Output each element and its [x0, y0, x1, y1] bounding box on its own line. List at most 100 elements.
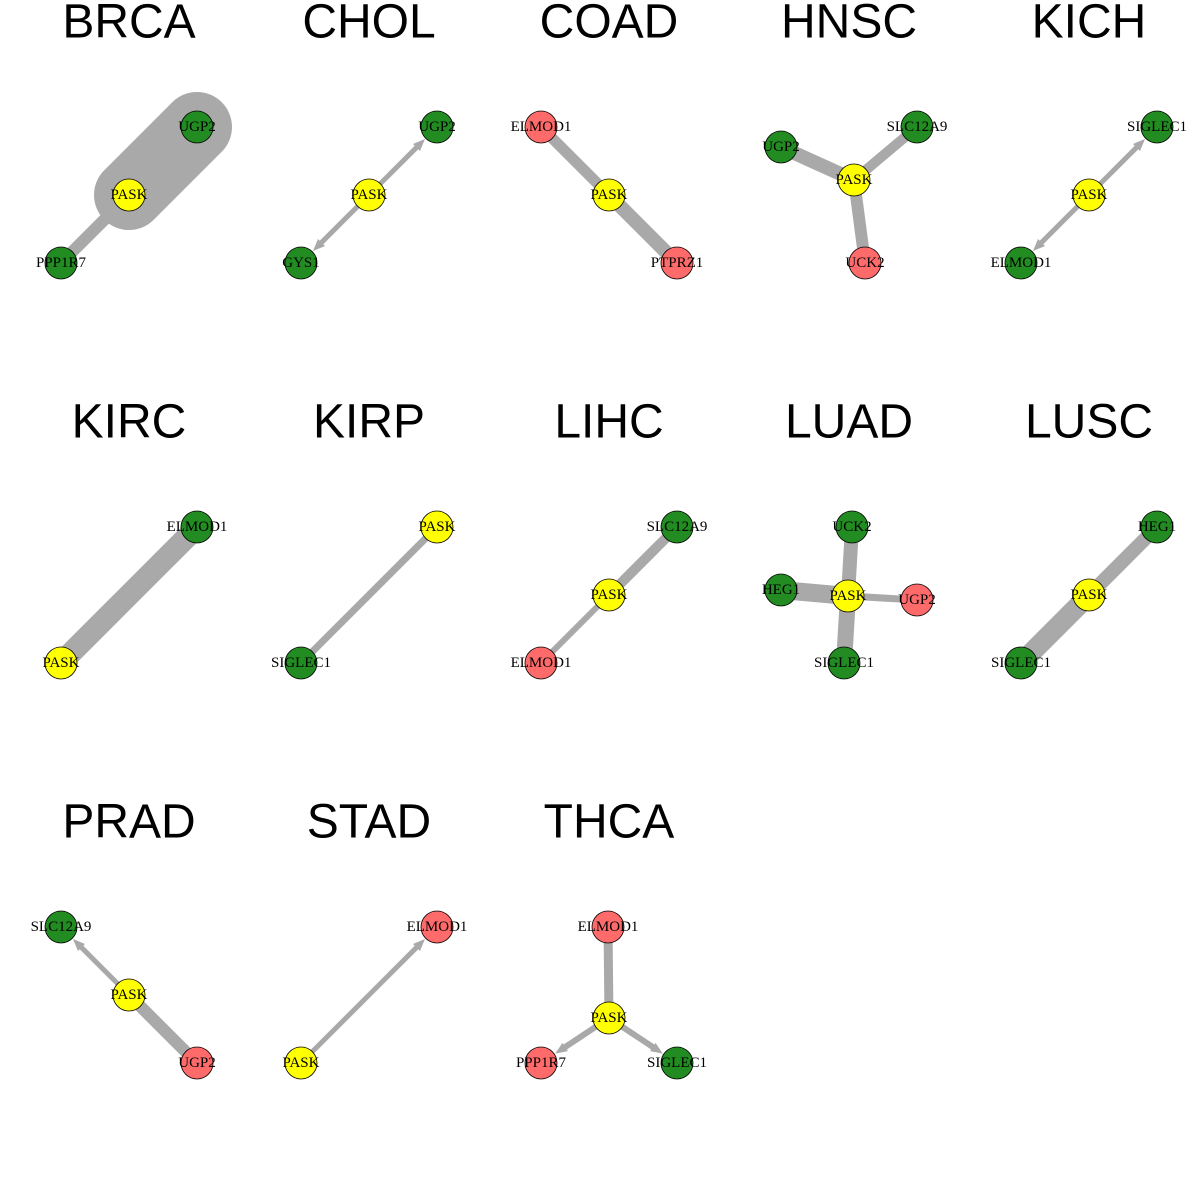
node-label: UGP2	[418, 119, 456, 135]
node-label: PTPRZ1	[651, 255, 704, 271]
panel-title: LUSC	[1025, 396, 1153, 449]
node-pask	[592, 178, 626, 212]
node-label: UCK2	[832, 519, 871, 535]
node-ptprz1	[660, 246, 694, 280]
node-ppp1r7	[44, 246, 78, 280]
node-label: PASK	[1071, 187, 1108, 203]
node-pask	[592, 578, 626, 612]
panel-title: THCA	[544, 796, 675, 849]
network-panel-kirp: KIRP PASK SIGLEC1	[271, 396, 456, 680]
node-label: PASK	[43, 655, 80, 671]
arrowhead-icon	[1033, 238, 1046, 251]
node-ugp2	[420, 110, 454, 144]
node-ugp2	[180, 1046, 214, 1080]
node-label: ELMOD1	[511, 655, 572, 671]
node-label: PASK	[836, 172, 873, 188]
arrowhead-icon	[73, 939, 86, 952]
node-label: SIGLEC1	[1127, 119, 1187, 135]
edge-pask-siglec1	[298, 524, 440, 666]
node-label: HEG1	[1138, 519, 1176, 535]
node-siglec1	[660, 1046, 694, 1080]
panel-title: PRAD	[62, 796, 195, 849]
node-ugp2	[764, 130, 798, 164]
node-pask	[112, 978, 146, 1012]
edge-pask-elmod1	[299, 942, 422, 1065]
node-label: PASK	[419, 519, 456, 535]
node-elmod1	[524, 646, 558, 680]
node-label: PASK	[1071, 587, 1108, 603]
node-label: ELMOD1	[578, 919, 639, 935]
node-pask	[352, 178, 386, 212]
node-elmod1	[524, 110, 558, 144]
node-label: PASK	[830, 588, 867, 604]
node-label: ELMOD1	[511, 119, 572, 135]
node-pask	[420, 510, 454, 544]
node-label: PASK	[283, 1055, 320, 1071]
node-siglec1	[284, 646, 318, 680]
node-uck2	[835, 510, 869, 544]
node-siglec1	[1140, 110, 1174, 144]
node-pask	[831, 579, 865, 613]
arrowhead-icon	[1132, 139, 1145, 152]
node-label: PPP1R7	[516, 1055, 567, 1071]
node-pask	[44, 646, 78, 680]
node-siglec1	[827, 646, 861, 680]
node-label: GYS1	[282, 255, 320, 271]
edge-pask-elmod1	[53, 519, 205, 671]
node-pask	[837, 163, 871, 197]
panel-title: KIRP	[313, 396, 425, 449]
node-label: ELMOD1	[407, 919, 468, 935]
node-label: PASK	[111, 987, 148, 1003]
node-label: SIGLEC1	[271, 655, 331, 671]
node-uck2	[848, 246, 882, 280]
node-label: HEG1	[762, 582, 800, 598]
node-gys1	[284, 246, 318, 280]
node-elmod1	[591, 910, 625, 944]
node-siglec1	[1004, 646, 1038, 680]
node-label: UGP2	[178, 1055, 216, 1071]
panel-title: COAD	[540, 0, 679, 49]
panel-title: KICH	[1032, 0, 1147, 49]
node-ugp2	[900, 583, 934, 617]
node-label: PASK	[591, 187, 628, 203]
node-pask	[284, 1046, 318, 1080]
node-ppp1r7	[524, 1046, 558, 1080]
node-label: PASK	[591, 587, 628, 603]
panel-title: CHOL	[302, 0, 435, 49]
node-label: SIGLEC1	[991, 655, 1051, 671]
panel-title: HNSC	[781, 0, 917, 49]
panel-title: STAD	[307, 796, 431, 849]
node-label: UGP2	[762, 139, 800, 155]
node-heg1	[764, 573, 798, 607]
node-slc12a9	[900, 110, 934, 144]
node-label: PPP1R7	[36, 255, 87, 271]
arrowhead-icon	[313, 238, 326, 251]
node-label: SLC12A9	[647, 519, 708, 535]
node-label: ELMOD1	[167, 519, 228, 535]
node-pask	[592, 1001, 626, 1035]
node-label: SIGLEC1	[814, 655, 874, 671]
node-slc12a9	[660, 510, 694, 544]
panel-title: BRCA	[62, 0, 195, 49]
node-label: PASK	[591, 1010, 628, 1026]
node-label: SLC12A9	[887, 119, 948, 135]
node-label: PASK	[111, 187, 148, 203]
node-elmod1	[1004, 246, 1038, 280]
node-pask	[112, 178, 146, 212]
node-label: SIGLEC1	[647, 1055, 707, 1071]
arrowhead-icon	[650, 1042, 663, 1054]
panel-title: KIRC	[72, 396, 187, 449]
node-label: UGP2	[898, 592, 936, 608]
panel-title: LIHC	[554, 396, 663, 449]
